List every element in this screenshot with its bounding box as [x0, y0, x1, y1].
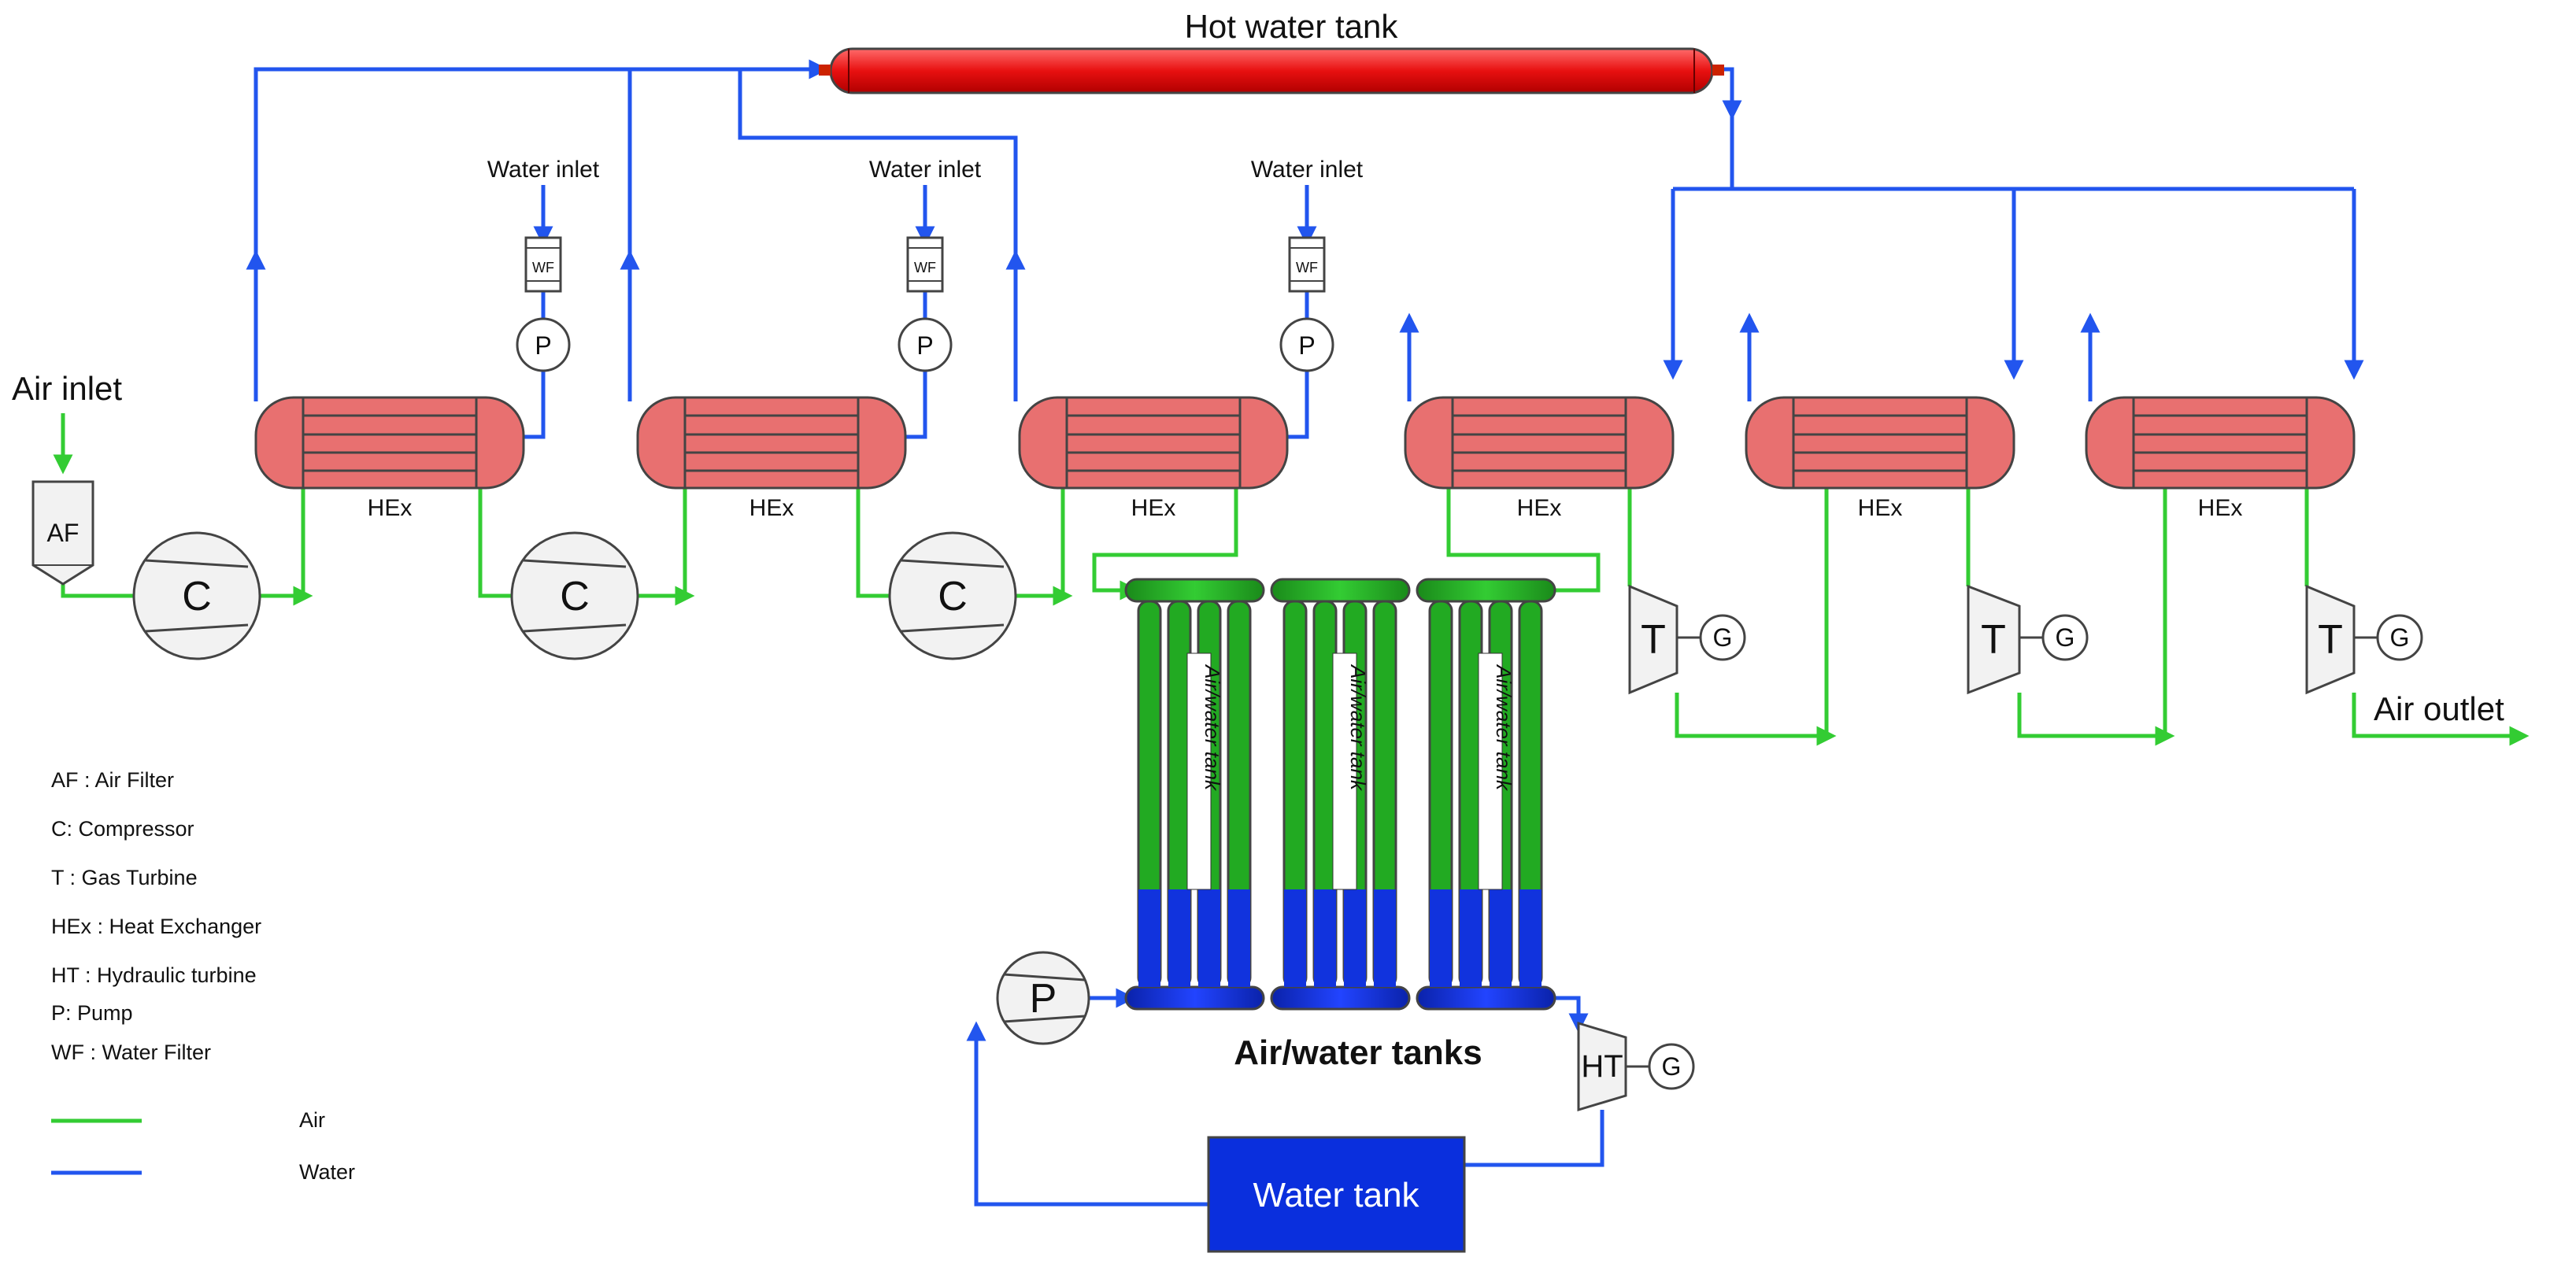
water-inlet-label: Water inlet [487, 157, 600, 183]
air-filter-symbol: AF [47, 519, 80, 547]
hex-label: HEx [1517, 495, 1562, 521]
legend: AF : Air Filter C: Compressor T : Gas Tu… [51, 768, 355, 1184]
hex-3: HEx [1018, 396, 1289, 521]
generator-symbol: G [2390, 623, 2410, 652]
legend-water-label: Water [299, 1160, 355, 1184]
turbine-symbol: T [1641, 617, 1666, 663]
hot-water-tank: Hot water tank [819, 8, 1724, 94]
water-return-loop: P HT G Water tank [996, 951, 1695, 1253]
legend-item-ht: HT : Hydraulic turbine [51, 963, 257, 987]
hydraulic-turbine-symbol: HT [1581, 1049, 1623, 1084]
compressor-symbol: C [560, 574, 590, 619]
air-water-tank-label: Air/water tank [1492, 664, 1516, 792]
water-tank-label: Water tank [1253, 1176, 1419, 1214]
tank-bank-2: Air/water tank [1270, 578, 1411, 1011]
pump-symbol: P [916, 331, 933, 360]
air-water-tank-label: Air/water tank [1201, 664, 1224, 792]
turbine-symbol: T [1981, 617, 2006, 663]
tank-bank-1: Air/water tank [1124, 578, 1265, 1011]
legend-item-p: P: Pump [51, 1001, 133, 1025]
pump-symbol: P [1298, 331, 1315, 360]
hex-6: HEx [2085, 396, 2356, 521]
hex-label: HEx [749, 495, 794, 521]
hex-label: HEx [1858, 495, 1903, 521]
air-water-tank-label: Air/water tank [1346, 664, 1370, 792]
compressor-symbol: C [938, 574, 968, 619]
legend-item-hex: HEx : Heat Exchanger [51, 915, 261, 938]
hex-label: HEx [2198, 495, 2243, 521]
hex-5: HEx [1745, 396, 2015, 521]
generator-symbol: G [1662, 1052, 1682, 1081]
hex-label: HEx [1131, 495, 1176, 521]
water-inlet-label: Water inlet [869, 157, 982, 183]
legend-item-af: AF : Air Filter [51, 768, 174, 792]
air-inlet-label: Air inlet [12, 370, 122, 407]
hex-label: HEx [368, 495, 413, 521]
expansion-train: T G T G T G Air outlet [1628, 584, 2504, 727]
compression-train: Air inlet AF C C C [12, 370, 1017, 660]
legend-item-wf: WF : Water Filter [51, 1041, 211, 1064]
generator-symbol: G [1713, 623, 1733, 652]
turbine-symbol: T [2318, 617, 2343, 663]
water-filter-symbol: WF [1296, 260, 1318, 275]
water-filter-symbol: WF [532, 260, 554, 275]
pump-symbol: P [535, 331, 551, 360]
generator-symbol: G [2056, 623, 2075, 652]
legend-item-c: C: Compressor [51, 817, 194, 841]
water-inlet-trains: Water inlet WF P Water inlet WF P Water … [487, 157, 1364, 372]
hot-water-tank-label: Hot water tank [1185, 8, 1399, 45]
water-inlet-label: Water inlet [1251, 157, 1364, 183]
hex-4: HEx [1404, 396, 1675, 521]
tank-bank-3: Air/water tank [1416, 578, 1556, 1011]
air-piping [53, 413, 2530, 746]
pump-symbol: P [1030, 976, 1057, 1022]
legend-air-label: Air [299, 1108, 325, 1132]
air-outlet-label: Air outlet [2374, 690, 2504, 727]
legend-item-t: T : Gas Turbine [51, 866, 198, 889]
air-water-tank-banks: Air/water tank Air/water tank [1124, 578, 1556, 1072]
air-water-tanks-title: Air/water tanks [1234, 1033, 1482, 1072]
compressor-symbol: C [182, 574, 212, 619]
water-filter-symbol: WF [914, 260, 936, 275]
hex-1: HEx [254, 396, 525, 521]
hex-2: HEx [636, 396, 907, 521]
heat-exchangers: HEx HEx HEx [254, 396, 2356, 521]
water-piping [246, 59, 2364, 1207]
